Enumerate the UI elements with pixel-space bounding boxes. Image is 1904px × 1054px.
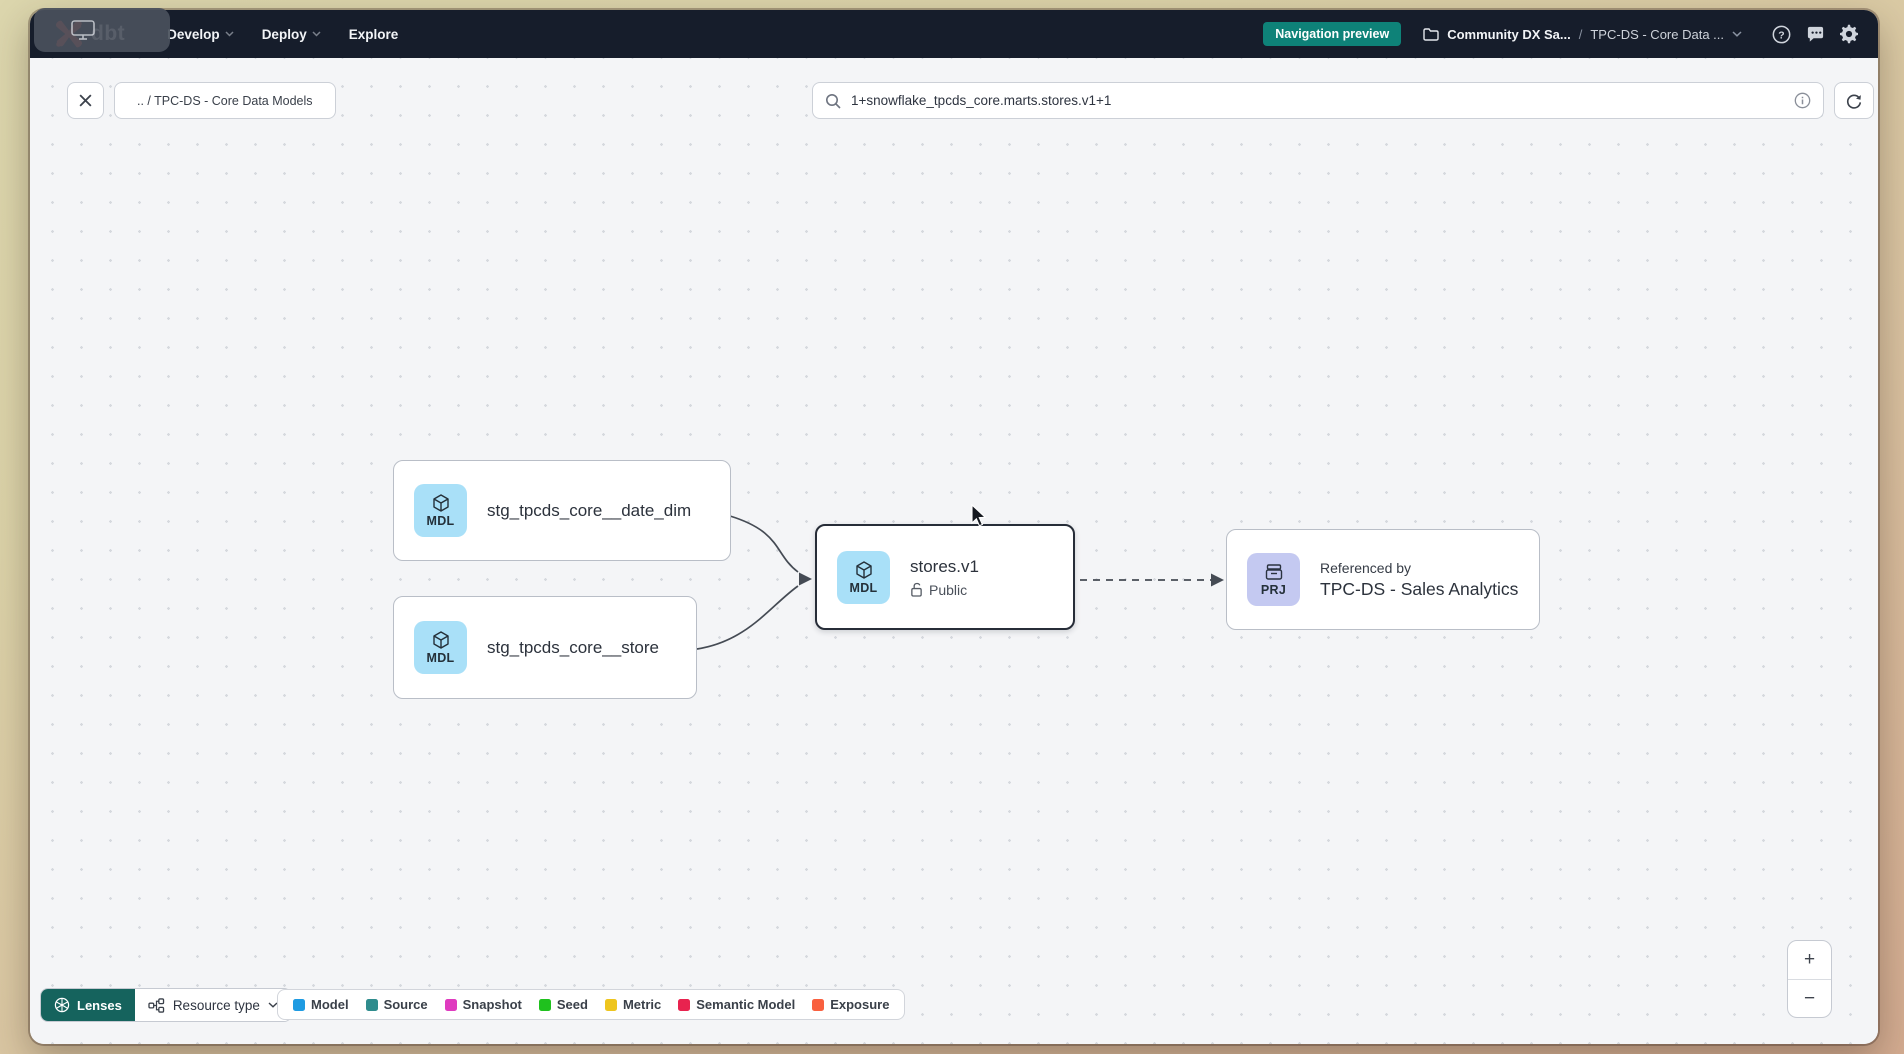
chevron-down-icon xyxy=(225,31,234,37)
svg-text:?: ? xyxy=(1778,30,1784,41)
cube-icon xyxy=(854,560,874,580)
node-stg-tpcds-core-date-dim[interactable]: MDL stg_tpcds_core__date_dim xyxy=(393,460,731,561)
folder-icon xyxy=(1423,28,1439,41)
model-swatch xyxy=(293,999,305,1011)
feedback-button[interactable] xyxy=(1802,21,1828,47)
zoom-in-button[interactable]: + xyxy=(1788,941,1831,979)
monitor-icon xyxy=(70,19,96,41)
search-icon xyxy=(825,93,841,109)
lineage-search xyxy=(812,82,1824,119)
resource-type-icon xyxy=(148,998,165,1013)
exposure-swatch xyxy=(812,999,824,1011)
model-badge: MDL xyxy=(837,551,890,604)
lock-open-icon xyxy=(910,582,923,597)
screen-share-overlay-tab[interactable] xyxy=(34,8,170,52)
settings-button[interactable] xyxy=(1836,21,1862,47)
node-title: TPC-DS - Sales Analytics xyxy=(1320,579,1518,600)
node-title: stg_tpcds_core__store xyxy=(487,638,659,658)
close-lineage-button[interactable] xyxy=(67,82,104,119)
node-title: stores.v1 xyxy=(910,557,979,577)
legend-item-seed: Seed xyxy=(539,997,588,1012)
legend-item-exposure: Exposure xyxy=(812,997,889,1012)
seed-swatch xyxy=(539,999,551,1011)
top-nav: dbt Develop Deploy Explore Navigation pr… xyxy=(30,10,1878,58)
model-badge: MDL xyxy=(414,621,467,674)
project-badge: PRJ xyxy=(1247,553,1300,606)
chevron-down-icon xyxy=(1732,31,1742,37)
node-access: Public xyxy=(910,582,979,598)
snapshot-swatch xyxy=(445,999,457,1011)
source-swatch xyxy=(366,999,378,1011)
account-name: Community DX Sa... xyxy=(1447,27,1571,42)
project-name: TPC-DS - Core Data ... xyxy=(1590,27,1724,42)
legend-item-source: Source xyxy=(366,997,428,1012)
node-eyebrow: Referenced by xyxy=(1320,560,1518,576)
resource-type-dropdown[interactable]: Resource type xyxy=(135,989,291,1021)
legend-item-semantic-model: Semantic Model xyxy=(678,997,795,1012)
chat-bubble-icon xyxy=(1806,25,1825,44)
close-icon xyxy=(78,93,93,108)
search-input[interactable] xyxy=(851,93,1784,108)
semantic-model-swatch xyxy=(678,999,690,1011)
nav-explore[interactable]: Explore xyxy=(335,10,413,58)
nav-deploy[interactable]: Deploy xyxy=(248,10,335,58)
navigation-preview-badge[interactable]: Navigation preview xyxy=(1263,22,1401,46)
cube-icon xyxy=(431,630,451,650)
zoom-controls: + − xyxy=(1787,940,1832,1018)
gear-icon xyxy=(1839,24,1859,44)
breadcrumb-separator: / xyxy=(1579,27,1583,42)
legend-item-model: Model xyxy=(293,997,349,1012)
legend-item-snapshot: Snapshot xyxy=(445,997,522,1012)
app-window: dbt Develop Deploy Explore Navigation pr… xyxy=(30,10,1878,1044)
archive-icon xyxy=(1264,562,1284,582)
node-referenced-project[interactable]: PRJ Referenced by TPC-DS - Sales Analyti… xyxy=(1226,529,1540,630)
legend-item-metric: Metric xyxy=(605,997,661,1012)
info-icon xyxy=(1794,92,1811,109)
lenses-button[interactable]: Lenses xyxy=(41,989,135,1021)
lens-aperture-icon xyxy=(54,997,70,1013)
refresh-lineage-button[interactable] xyxy=(1834,82,1874,119)
node-stg-tpcds-core-store[interactable]: MDL stg_tpcds_core__store xyxy=(393,596,697,699)
refresh-icon xyxy=(1845,92,1863,110)
search-info-button[interactable] xyxy=(1794,92,1811,109)
model-badge: MDL xyxy=(414,484,467,537)
lens-controls: Lenses Resource type xyxy=(40,988,292,1022)
lineage-breadcrumb[interactable]: .. / TPC-DS - Core Data Models xyxy=(114,82,336,119)
chevron-down-icon xyxy=(312,31,321,37)
question-icon: ? xyxy=(1772,25,1791,44)
cube-icon xyxy=(431,493,451,513)
account-breadcrumb[interactable]: Community DX Sa... / TPC-DS - Core Data … xyxy=(1423,27,1742,42)
node-stores-v1[interactable]: MDL stores.v1 Public xyxy=(815,524,1075,630)
help-button[interactable]: ? xyxy=(1768,21,1794,47)
resource-legend: Model Source Snapshot Seed Metric Semant… xyxy=(277,989,905,1020)
zoom-out-button[interactable]: − xyxy=(1788,979,1831,1017)
metric-swatch xyxy=(605,999,617,1011)
node-title: stg_tpcds_core__date_dim xyxy=(487,501,691,521)
